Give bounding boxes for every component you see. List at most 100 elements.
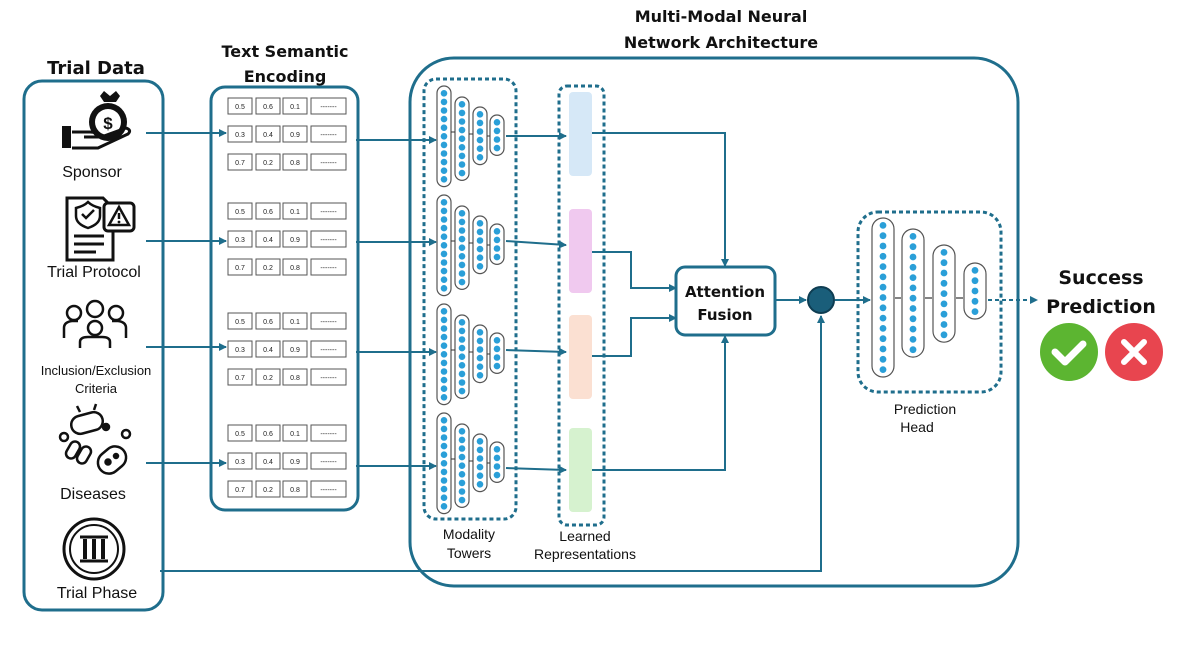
- neuron-node: [879, 263, 887, 270]
- neuron-node: [940, 300, 948, 308]
- encoding-cell: [310, 202, 347, 220]
- sponsor-label: Sponsor: [62, 164, 122, 181]
- encoding-value: 0.3: [235, 132, 245, 139]
- neuron-node: [476, 372, 484, 379]
- neuron-node: [458, 235, 466, 243]
- encoding-cell: [227, 480, 253, 498]
- neuron-node: [458, 428, 466, 435]
- encoding-value: -------: [320, 431, 337, 438]
- encoding-cell: [227, 230, 253, 248]
- encoding-cell: [255, 340, 281, 358]
- representation-to-attention-arrows: [592, 132, 729, 471]
- neuron-node: [440, 316, 448, 324]
- encoding-value: 0.5: [235, 209, 245, 216]
- layer-capsule: [489, 441, 505, 484]
- diseases-label: Diseases: [60, 486, 126, 503]
- neuron-node: [493, 463, 501, 470]
- neuron-node: [493, 127, 501, 135]
- encoding-cell: [227, 424, 253, 442]
- neuron-node: [493, 446, 501, 453]
- svg-text:$: $: [103, 114, 113, 133]
- neuron-node: [971, 297, 979, 305]
- neuron-node: [458, 270, 466, 277]
- neuron-node: [458, 135, 466, 142]
- encoding-cell: [310, 480, 347, 498]
- neuron-node: [458, 453, 466, 461]
- neuron-node: [440, 216, 448, 223]
- neuron-node: [440, 207, 448, 215]
- neuron-node: [940, 321, 948, 328]
- encoding-cell: [227, 97, 253, 115]
- neuron-node: [440, 124, 448, 131]
- encoding-value: -------: [320, 237, 337, 244]
- neuron-node: [909, 315, 917, 323]
- neuron-node: [476, 263, 484, 270]
- encoding-value: -------: [320, 319, 337, 326]
- neuron-node: [909, 346, 917, 354]
- encoding-cell: [255, 153, 281, 171]
- neuron-node: [440, 333, 448, 341]
- neuron-node: [440, 325, 448, 332]
- neuron-node: [476, 128, 484, 135]
- encoding-value: 0.8: [290, 375, 300, 382]
- neuron-node: [458, 319, 466, 326]
- encoding-value: 0.8: [290, 160, 300, 167]
- encoding-value: 0.3: [235, 347, 245, 354]
- neuron-node: [440, 417, 448, 424]
- neuron-node: [909, 263, 917, 271]
- encoding-cell: [310, 312, 347, 330]
- representation-bar: [569, 428, 592, 512]
- neuron-node: [879, 335, 887, 343]
- neuron-node: [440, 141, 448, 149]
- prediction-head-label-line1: Prediction: [894, 401, 956, 417]
- encoding-value: 0.5: [235, 431, 245, 438]
- neuron-node: [440, 107, 448, 114]
- encoding-value: 0.6: [263, 209, 273, 216]
- encoding-cell: [310, 424, 347, 442]
- neuron-node: [440, 460, 448, 467]
- encoding-value: -------: [320, 487, 337, 494]
- neuron-node: [440, 167, 448, 174]
- protocol-document-icon: [65, 196, 136, 262]
- neuron-node: [458, 118, 466, 125]
- encoding-value: -------: [320, 132, 337, 139]
- text-encoding-title-line2: Encoding: [244, 67, 327, 86]
- neuron-node: [493, 345, 501, 353]
- neuron-node: [493, 228, 501, 235]
- neuron-node: [440, 351, 448, 358]
- encoding-cell: [255, 125, 281, 143]
- neuron-node: [440, 133, 448, 140]
- neuron-node: [458, 436, 466, 444]
- neuron-node: [440, 115, 448, 123]
- prediction-head-box: [856, 210, 1003, 394]
- encoding-value: -------: [320, 209, 337, 216]
- neuron-node: [476, 136, 484, 144]
- modality-tower: [436, 412, 505, 515]
- encoding-value: 0.2: [263, 160, 273, 167]
- neuron-node: [458, 244, 466, 251]
- modality-tower: [436, 194, 505, 297]
- trial-phase-label: Trial Phase: [57, 585, 137, 602]
- neuron-node: [879, 242, 887, 250]
- encoding-value: -------: [320, 347, 337, 354]
- neuron-node: [440, 342, 448, 350]
- neuron-node: [440, 90, 448, 97]
- encoding-value: 0.9: [290, 347, 300, 354]
- check-icon: [1040, 323, 1098, 381]
- encoding-value: -------: [320, 459, 337, 466]
- encoding-cell: [282, 97, 308, 115]
- fusion-concat-node: [807, 286, 835, 314]
- neuron-node: [440, 451, 448, 459]
- neuron-node: [440, 259, 448, 266]
- encoding-cell: [255, 312, 281, 330]
- encoding-cell: [310, 97, 347, 115]
- architecture-title-line2: Network Architecture: [624, 33, 818, 52]
- neuron-node: [440, 242, 448, 249]
- neuron-node: [458, 479, 466, 487]
- encoding-cell: [255, 202, 281, 220]
- cross-icon: [1105, 323, 1163, 381]
- encoding-value: -------: [320, 375, 337, 382]
- neuron-node: [879, 252, 887, 260]
- modality-towers: [436, 85, 505, 515]
